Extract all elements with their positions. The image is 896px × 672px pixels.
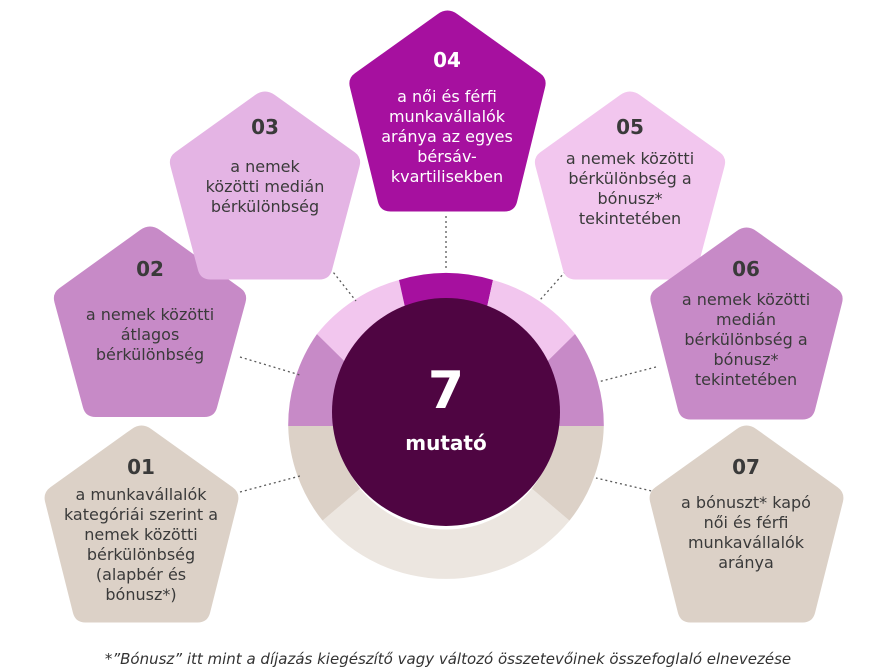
center-number: 7 [428,361,464,421]
card-01-line-2: kategóriái szerint a [64,505,218,524]
connector-07 [595,477,657,493]
card-07-line-1: a bónuszt* kapó [681,493,811,512]
ring-segment-05 [482,280,575,373]
card-02-line-2: átlagos [121,325,180,344]
card-06: 06 a nemek közötti medián bérkülönbség a… [650,227,843,420]
card-07-shape [649,425,844,623]
card-05-line-1: a nemek közötti [566,149,694,168]
card-02-shape [53,226,247,417]
card-05-line-4: tekintetében [579,209,681,228]
ring-segment-07 [531,426,604,521]
card-04-shape [349,10,546,212]
card-04-line-3: aránya az egyes [381,127,513,146]
card-06-line-2: medián [716,310,776,329]
card-03: 03 a nemek közötti medián bérkülönbség [169,91,361,280]
card-01-line-3: nemek közötti [84,525,197,544]
card-06-number: 06 [732,257,760,281]
card-04-number: 04 [433,48,461,72]
card-04-line-5: kvartilisekben [391,167,503,186]
connector-02 [239,356,301,376]
card-01-line-5: (alapbér és [96,565,186,584]
card-04-line-4: bérsáv- [417,147,477,166]
card-05-line-3: bónusz* [598,189,663,208]
card-05-number: 05 [616,115,644,139]
card-06-line-5: tekintetében [695,370,797,389]
ring-segment-01 [288,426,361,521]
card-01: 01 a munkavállalók kategóriái szerint a … [44,425,239,623]
card-01-line-6: bónusz*) [105,585,176,604]
card-05-line-2: bérkülönbség a [568,169,691,188]
card-01-line-1: a munkavállalók [75,485,207,504]
card-02-line-3: bérkülönbség [96,345,204,364]
card-02: 02 a nemek közötti átlagos bérkülönbség [53,226,247,417]
connector-01 [239,475,301,493]
footnote: *”Bónusz” itt mint a díjazás kiegészítő … [104,650,792,668]
card-07: 07 a bónuszt* kapó női és férfi munkavál… [649,425,844,623]
card-03-line-1: a nemek [230,157,300,176]
card-04-line-1: a női és férfi [397,87,497,106]
card-07-number: 07 [732,455,760,479]
connectors [239,216,657,493]
card-03-shape [169,91,361,280]
card-02-number: 02 [136,257,164,281]
card-04: 04 a női és férfi munkavállalók aránya a… [349,10,546,212]
card-07-line-2: női és férfi [704,513,789,532]
card-06-line-4: bónusz* [714,350,779,369]
card-06-line-1: a nemek közötti [682,290,810,309]
ring-segment-bottom [322,488,570,579]
card-02-line-1: a nemek közötti [86,305,214,324]
card-01-number: 01 [127,455,155,479]
card-05-shape [534,91,726,280]
card-05: 05 a nemek közötti bérkülönbség a bónusz… [534,91,726,280]
card-03-line-2: közötti medián [206,177,325,196]
card-03-line-3: bérkülönbség [211,197,319,216]
card-07-line-3: munkavállalók [688,533,805,552]
connector-06 [597,366,657,383]
center-circle [332,298,560,526]
card-06-shape [650,227,843,420]
card-07-line-4: aránya [718,553,774,572]
card-03-number: 03 [251,115,279,139]
ring-segment-03 [317,280,410,373]
card-01-line-4: bérkülönbség [87,545,195,564]
card-01-shape [44,425,239,623]
center-label: mutató [405,431,486,455]
card-06-line-3: bérkülönbség a [684,330,807,349]
card-04-line-2: munkavállalók [389,107,506,126]
